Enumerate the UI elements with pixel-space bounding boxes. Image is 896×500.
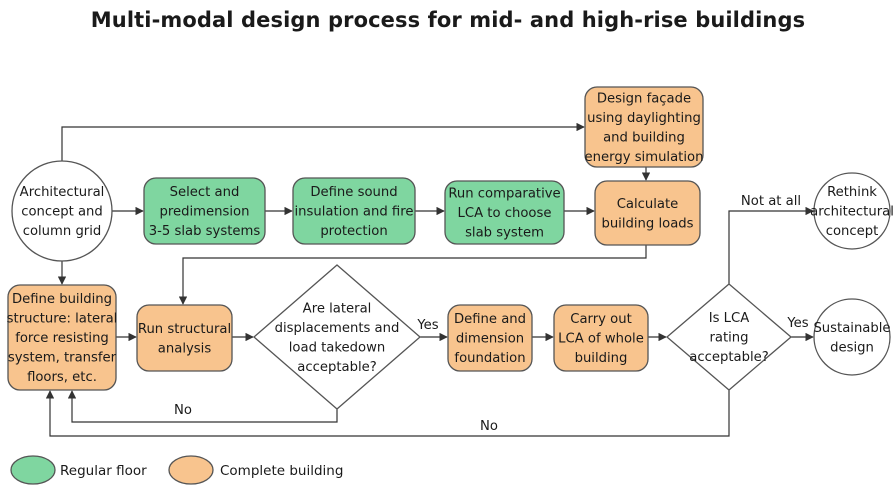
node-text-loads: Calculate [617, 197, 679, 212]
node-facade: Design façade using daylighting and buildi… [584, 86, 704, 168]
node-text-sustainable: design [830, 340, 874, 355]
node-text-lca2: Carry out [570, 312, 632, 327]
node-loads: Calculate building loads [594, 180, 701, 246]
node-shape-arch [11, 160, 113, 262]
node-text-structure: system, transfer [8, 351, 117, 366]
node-sound: Define sound insulation and fire protectio… [292, 177, 416, 245]
node-text-sound: Define sound [310, 185, 397, 200]
legend-label-regular_floor: Regular floor [60, 463, 147, 479]
edge-label-lateral-structure: No [174, 403, 192, 418]
node-text-rethink: architectural [810, 205, 894, 220]
node-text-arch: column grid [23, 224, 102, 239]
node-shape-analysis [136, 304, 233, 372]
node-rethink: Rethink architectural concept [810, 172, 894, 250]
edge-loads-analysis [178, 245, 647, 305]
node-text-foundation: foundation [454, 351, 525, 366]
node-shape-lca1 [444, 180, 565, 245]
node-text-lca1: slab system [465, 226, 544, 241]
node-text-rating: rating [709, 331, 748, 346]
node-text-structure: structure: lateral [7, 312, 118, 327]
node-shape-slab [143, 177, 266, 245]
node-shape-structure [7, 284, 117, 391]
node-text-lateral: load takedown [289, 340, 386, 355]
node-rating: Is LCA rating acceptable? [665, 283, 793, 391]
node-text-arch: concept and [21, 205, 103, 220]
node-shape-sound [292, 177, 416, 245]
legend: Regular floor Complete building [10, 455, 343, 485]
node-text-sustainable: Sustainable [813, 321, 890, 336]
node-shape-lca2 [553, 304, 649, 372]
edge-label-lateral-foundation: Yes [416, 318, 438, 333]
edge-rating-rethink [728, 206, 814, 284]
node-text-lca2: LCA of whole [558, 332, 644, 347]
node-text-lateral: Are lateral [303, 301, 372, 316]
node-shape-lateral [253, 264, 421, 410]
node-text-analysis: Run structural [138, 322, 231, 337]
node-text-lateral: acceptable? [297, 360, 376, 375]
edge-lateral-structure [67, 390, 338, 423]
node-text-loads: building loads [601, 216, 693, 231]
node-shape-foundation [447, 304, 533, 372]
node-foundation: Define and dimension foundation [447, 304, 533, 372]
node-text-slab: predimension [160, 205, 250, 220]
edge-label-rating-structure: No [480, 419, 498, 434]
node-text-facade: and building [603, 130, 685, 145]
node-shape-sustainable [813, 298, 891, 376]
node-text-sound: protection [320, 224, 387, 239]
edges-layer [45, 122, 814, 437]
node-text-lca2: building [575, 351, 628, 366]
node-slab: Select and predimension 3-5 slab systems [143, 177, 266, 245]
legend-swatch-complete_building [168, 455, 214, 485]
edge-arch-facade [61, 122, 585, 161]
node-shape-facade [584, 86, 704, 168]
node-text-arch: Architectural [20, 185, 105, 200]
node-text-foundation: Define and [454, 312, 526, 327]
node-lateral: Are lateral displacements and load takedow… [253, 264, 421, 410]
node-text-facade: energy simulation [585, 150, 704, 165]
legend-swatch-regular_floor [10, 455, 56, 485]
edge-label-rating-rethink: Not at all [741, 194, 801, 209]
node-shape-rethink [813, 172, 891, 250]
node-text-foundation: dimension [456, 332, 524, 347]
node-text-lca1: LCA to choose [458, 206, 552, 221]
node-text-slab: Select and [170, 185, 240, 200]
node-text-structure: Define building [12, 292, 112, 307]
legend-label-complete_building: Complete building [220, 463, 343, 479]
edge-rating-structure [45, 390, 730, 437]
node-structure: Define building structure: lateral force r… [7, 284, 118, 391]
node-text-facade: Design façade [597, 91, 691, 106]
nodes-layer: Architectural concept and column grid Selec… [7, 86, 894, 410]
edge-label-rating-sustainable: Yes [786, 316, 808, 331]
node-text-analysis: analysis [158, 341, 212, 356]
node-text-rating: acceptable? [689, 350, 768, 365]
diagram-title: Multi-modal design process for mid- and … [90, 8, 806, 32]
node-text-slab: 3-5 slab systems [149, 224, 261, 239]
node-text-rethink: Rethink [827, 185, 877, 200]
node-text-lateral: displacements and [275, 321, 400, 336]
node-text-facade: using daylighting [587, 111, 701, 126]
node-shape-rating [665, 283, 793, 391]
node-text-structure: force resisting [15, 331, 109, 346]
node-text-lca1: Run comparative [448, 187, 560, 202]
node-sustainable: Sustainable design [813, 298, 891, 376]
node-shape-loads [594, 180, 701, 246]
node-text-rethink: concept [826, 224, 879, 239]
node-text-structure: floors, etc. [27, 370, 97, 385]
node-analysis: Run structural analysis [136, 304, 233, 372]
node-arch: Architectural concept and column grid [11, 160, 113, 262]
node-text-sound: insulation and fire [294, 205, 413, 220]
node-text-rating: Is LCA [709, 311, 750, 326]
